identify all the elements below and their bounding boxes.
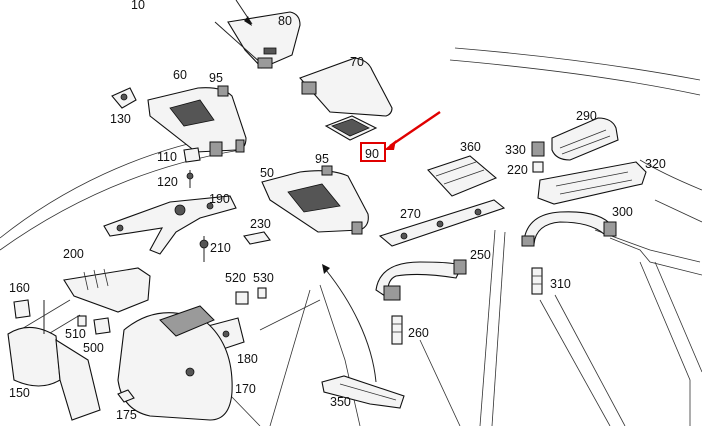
part-250-grab-handle [375, 259, 467, 301]
part-120-screw [186, 170, 194, 188]
label-60: 60 [173, 68, 187, 82]
label-530: 530 [253, 271, 274, 285]
part-95b-clip [321, 165, 333, 176]
part-150-mirror [7, 300, 101, 421]
part-110-clip [183, 147, 201, 163]
label-160: 160 [9, 281, 30, 295]
label-230: 230 [250, 217, 271, 231]
part-520-bulb [235, 291, 249, 305]
label-110: 110 [157, 150, 177, 164]
part-270-console [378, 199, 506, 247]
part-350-harness [321, 375, 405, 409]
label-180: 180 [237, 352, 258, 366]
label-130: 130 [110, 112, 131, 126]
label-200: 200 [63, 247, 84, 261]
label-120: 120 [157, 175, 178, 189]
part-290-lamp [551, 117, 619, 161]
part-170-mirror [117, 305, 233, 421]
label-520: 520 [225, 271, 246, 285]
label-70: 70 [350, 55, 364, 69]
label-80: 80 [278, 14, 292, 28]
label-300: 300 [612, 205, 633, 219]
label-90: 90 [365, 147, 379, 161]
highlight-box-90 [360, 142, 386, 162]
label-260: 260 [408, 326, 429, 340]
label-290: 290 [576, 109, 597, 123]
label-220: 220 [507, 163, 528, 177]
highlight-arrow [384, 111, 441, 150]
label-250: 250 [470, 248, 491, 262]
label-95b: 95 [315, 152, 329, 166]
label-170: 170 [235, 382, 256, 396]
vehicle-body-outline [0, 47, 702, 426]
part-95a-clip [217, 85, 229, 97]
part-360-pad [427, 155, 498, 197]
part-500-bracket [93, 317, 111, 335]
label-350: 350 [330, 395, 351, 409]
part-60-sun-visor [147, 87, 247, 157]
label-95a: 95 [209, 71, 223, 85]
part-330-nut [531, 141, 545, 157]
part-300-grab-handle [521, 211, 617, 247]
label-270: 270 [400, 207, 421, 221]
part-50-sun-visor [261, 170, 369, 235]
leader-arrow-curved [322, 264, 377, 383]
part-200-cover [63, 267, 151, 313]
part-130-bracket [111, 87, 137, 109]
label-320: 320 [645, 157, 666, 171]
label-500: 500 [83, 341, 104, 355]
part-230-block [243, 231, 271, 245]
label-175: 175 [116, 408, 137, 422]
part-70-sun-visor [299, 57, 393, 141]
label-50: 50 [260, 166, 274, 180]
part-190-bracket [103, 195, 237, 255]
part-210-screw [199, 236, 209, 262]
part-530-socket [257, 287, 267, 299]
part-510-clip [77, 315, 87, 327]
label-190: 190 [209, 192, 230, 206]
part-160-clip [13, 299, 31, 319]
label-150: 150 [9, 386, 30, 400]
label-10: 10 [131, 0, 145, 12]
part-260-screw [391, 315, 403, 345]
part-220-clip [532, 161, 544, 173]
label-360: 360 [460, 140, 481, 154]
label-510: 510 [65, 327, 86, 341]
label-310: 310 [550, 277, 571, 291]
label-210: 210 [210, 241, 231, 255]
part-175-bulb [117, 389, 135, 403]
part-310-screw [531, 267, 543, 295]
part-80-sun-visor [214, 0, 301, 69]
label-330: 330 [505, 143, 526, 157]
part-320-housing [537, 161, 647, 205]
